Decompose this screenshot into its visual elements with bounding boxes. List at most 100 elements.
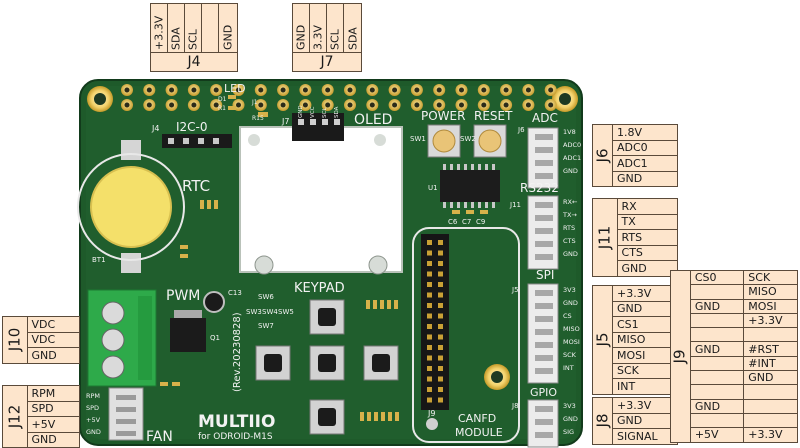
- silk-c9: C9: [476, 218, 485, 226]
- silkscreen-labels: LED I2C-0 J4 OLED J7 POWER RESET SW1 SW2…: [92, 82, 559, 445]
- silk-c6: C6: [448, 218, 458, 226]
- j9-pin: [438, 303, 443, 308]
- pin-label: ADC1: [612, 155, 678, 172]
- j7-title: J7: [293, 52, 361, 71]
- j9-pin: [427, 250, 432, 256]
- j4-title: J4: [151, 52, 237, 71]
- silk-sw6: SW6: [258, 293, 274, 301]
- silk-r15: R15: [252, 115, 264, 122]
- pin-label: [743, 327, 798, 343]
- j9-pin: [427, 313, 432, 319]
- j9-pin: [438, 366, 443, 371]
- pin-label: GND: [616, 260, 679, 277]
- canfd-module-outline: [412, 227, 520, 443]
- silk-j7: J7: [281, 117, 289, 126]
- j9-pin: [427, 376, 432, 382]
- silk-c13: C13: [228, 289, 242, 297]
- pin-label: [689, 412, 745, 429]
- connector-name: J5: [592, 285, 613, 395]
- pin-label: [743, 412, 798, 429]
- silk-j1: J1: [251, 99, 258, 106]
- silk-oled-pin-label: SCL: [322, 107, 328, 118]
- pin-cell: +3.3V: [151, 4, 168, 52]
- silk-pin-label: GND: [563, 250, 578, 258]
- pin-label: [689, 284, 745, 300]
- pin-label: 1.8V: [612, 124, 678, 141]
- u1-ic: [440, 170, 500, 202]
- silk-pin-label: MOSI: [563, 338, 580, 346]
- pin-label: ADC0: [612, 139, 678, 156]
- j9-pin: [438, 292, 443, 298]
- pin-label: [743, 398, 798, 414]
- pin-label: VDC: [26, 331, 81, 348]
- silk-pin-label: RX←: [563, 198, 578, 206]
- silk-adc: ADC: [532, 111, 558, 125]
- j9-pin: [427, 334, 432, 340]
- j9-pin: [427, 324, 432, 329]
- silk-module: MODULE: [455, 426, 503, 439]
- silk-pin-label: GND: [563, 415, 578, 423]
- pin-label: +3.3V: [612, 285, 678, 302]
- silk-j8: J8: [511, 402, 519, 410]
- j9-pin: [427, 271, 432, 277]
- connector-name: J12: [2, 385, 28, 448]
- mosfet-q1: [170, 318, 206, 352]
- connector-name: J6: [592, 124, 613, 187]
- pin-label: GND: [689, 341, 745, 357]
- pin-label: SCK: [612, 362, 678, 379]
- j9-pin: [427, 366, 432, 371]
- connector-name: J9: [670, 270, 691, 443]
- j9-pin: [427, 303, 432, 308]
- j9-pin: [427, 387, 432, 392]
- pin-label: [743, 384, 798, 400]
- j9-pin: [427, 282, 432, 287]
- j9-pin: [427, 355, 432, 361]
- oled-standoff: [248, 134, 260, 146]
- oled-connector: [292, 113, 344, 141]
- pin-cell: [202, 4, 219, 52]
- pin-label: SCK: [743, 269, 798, 286]
- silk-oled-pin-label: VCC: [310, 106, 316, 118]
- pin-label: GND: [689, 398, 745, 414]
- pin-label: +5V: [26, 416, 81, 433]
- oled-window: [239, 126, 403, 273]
- silk-j4: J4: [151, 124, 159, 133]
- j9-pin: [438, 250, 443, 256]
- j9-pin: [438, 282, 443, 287]
- keypad-switches: [255, 299, 399, 435]
- silk-sw1: SW1: [410, 135, 426, 143]
- silk-pin-label: ADC1: [563, 154, 581, 162]
- silk-pin-label: ADC0: [563, 141, 581, 149]
- silk-pin-label: +5V: [86, 416, 101, 424]
- j9-pin: [438, 261, 443, 266]
- silk-canfd: CANFD: [458, 412, 496, 425]
- silk-gpio: GPIO: [530, 386, 557, 399]
- pin-label: RPM: [26, 385, 81, 402]
- rtc-battery-clip: [121, 140, 141, 160]
- reset-button: [473, 124, 507, 158]
- pin-label: [689, 370, 745, 386]
- pin-label: [689, 384, 745, 400]
- silk-keypad: KEYPAD: [294, 281, 345, 296]
- pin-label: VDC: [26, 316, 81, 333]
- silk-pin-label: CS: [563, 312, 572, 320]
- j9-pin: [427, 240, 432, 245]
- silk-pin-label: 3V3: [563, 286, 576, 294]
- pin-cell: SDA: [168, 4, 185, 52]
- connector-name: J11: [592, 198, 618, 277]
- silk-pin-label: INT: [563, 364, 574, 372]
- capacitor-c13: [203, 291, 225, 313]
- j9-pin: [438, 387, 443, 392]
- pin-label: GND: [689, 298, 745, 314]
- silk-power: POWER: [421, 109, 465, 123]
- silk-pin-label: RTS: [563, 224, 575, 232]
- silk-fan: FAN: [146, 429, 173, 445]
- silk-pin-label: CTS: [563, 237, 576, 245]
- terminal-screws: [101, 301, 125, 379]
- silk-led: LED: [224, 82, 246, 95]
